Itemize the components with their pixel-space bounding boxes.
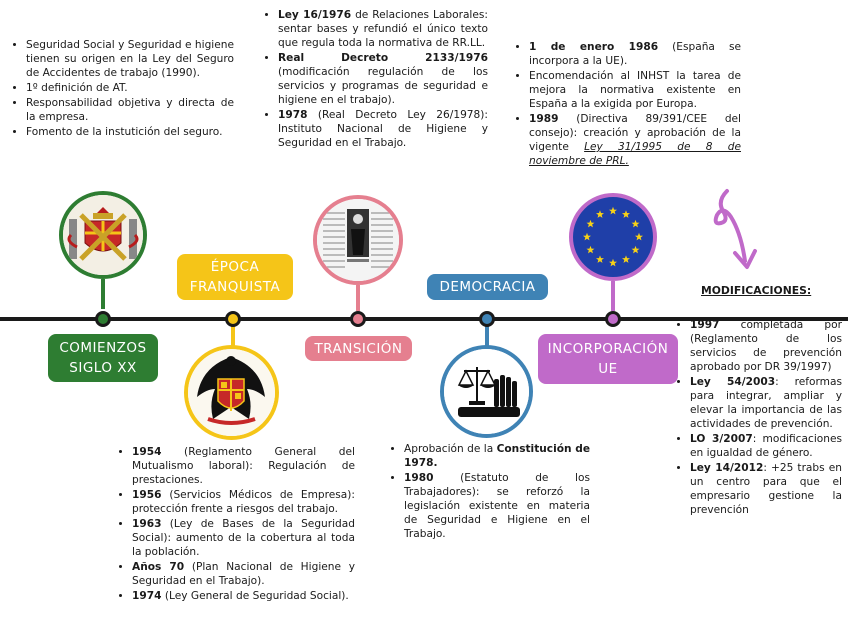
franquista-dot[interactable] [225, 311, 241, 327]
eu-star [596, 255, 604, 263]
eu-star [622, 210, 630, 218]
list-item: 1956 (Servicios Médicos de Empresa): pro… [132, 488, 355, 516]
eu-star [586, 246, 594, 254]
transicion-text: Ley 16/1976 de Relaciones Laborales: sen… [264, 8, 488, 151]
eu-star [632, 246, 640, 254]
list-item: 1954 (Reglamento General del Mutualismo … [132, 445, 355, 487]
democracia-stem [485, 325, 489, 347]
eu-star [609, 259, 617, 267]
ue-label: INCORPORACIÓN UE [538, 334, 678, 384]
coat-of-arms-icon [59, 191, 147, 279]
list-item: Ley 54/2003: reformas para integrar, amp… [690, 375, 842, 431]
eu-flag-icon [569, 193, 657, 281]
comienzos-label: COMIENZOS SIGLO XX [48, 334, 158, 382]
modificaciones-title: MODIFICACIONES: [701, 284, 811, 297]
comienzos-stem [101, 279, 105, 309]
list-item: 1978 (Real Decreto Ley 26/1978): Institu… [278, 108, 488, 150]
list-item: Fomento de la instutición del seguro. [26, 125, 234, 139]
eagle-shield-icon [184, 345, 279, 440]
list-item: Responsabilidad objetiva y directa de la… [26, 96, 234, 124]
curvy-arrow-icon [705, 185, 765, 275]
democracia-label: DEMOCRACIA [427, 274, 548, 300]
list-item: 1 de enero 1986 (España se incorpora a l… [529, 40, 741, 68]
transicion-dot[interactable] [350, 311, 366, 327]
list-item: Ley 16/1976 de Relaciones Laborales: sen… [278, 8, 488, 50]
newspaper-photo-icon [313, 195, 403, 285]
franquista-stem [231, 325, 235, 347]
franquista-label: ÉPOCA FRANQUISTA [177, 254, 293, 300]
ue-text: 1 de enero 1986 (España se incorpora a l… [515, 40, 741, 169]
modificaciones-text: 1997 completada por (Reglamento de los s… [676, 318, 842, 518]
list-item: 1997 completada por (Reglamento de los s… [690, 318, 842, 374]
franquista-text: 1954 (Reglamento General del Mutualismo … [118, 445, 355, 604]
list-item: 1974 (Ley General de Seguridad Social). [132, 589, 355, 603]
list-item: LO 3/2007: modificaciones en igualdad de… [690, 432, 842, 460]
scales-of-justice-icon [440, 345, 533, 438]
transicion-stem [356, 285, 360, 311]
democracia-text: Aprobación de la Constitución de 1978. 1… [390, 442, 590, 542]
transicion-label: TRANSICIÓN [305, 336, 412, 361]
eu-star [586, 220, 594, 228]
list-item: 1963 (Ley de Bases de la Seguridad Socia… [132, 517, 355, 559]
comienzos-dot[interactable] [95, 311, 111, 327]
list-item: Años 70 (Plan Nacional de Higiene y Segu… [132, 560, 355, 588]
list-item: Encomendación al INHST la tarea de mejor… [529, 69, 741, 111]
eu-star [609, 207, 617, 215]
comienzos-text: Seguridad Social y Seguridad e higiene t… [12, 38, 234, 140]
ue-dot[interactable] [605, 311, 621, 327]
list-item: Real Decreto 2133/1976 (modificación reg… [278, 51, 488, 107]
democracia-dot[interactable] [479, 311, 495, 327]
eu-star [632, 220, 640, 228]
list-item: 1989 (Directiva 89/391/CEE del consejo):… [529, 112, 741, 168]
list-item: 1980 (Estatuto de los Trabajadores): se … [404, 471, 590, 541]
eu-star [622, 255, 630, 263]
list-item: Seguridad Social y Seguridad e higiene t… [26, 38, 234, 80]
list-item: 1º definición de AT. [26, 81, 234, 95]
list-item: Aprobación de la Constitución de 1978. [404, 442, 590, 470]
eu-star [583, 233, 591, 241]
eu-star [635, 233, 643, 241]
ue-stem [611, 281, 615, 311]
list-item: Ley 14/2012: +25 trabs en un centro para… [690, 461, 842, 517]
eu-star [596, 210, 604, 218]
